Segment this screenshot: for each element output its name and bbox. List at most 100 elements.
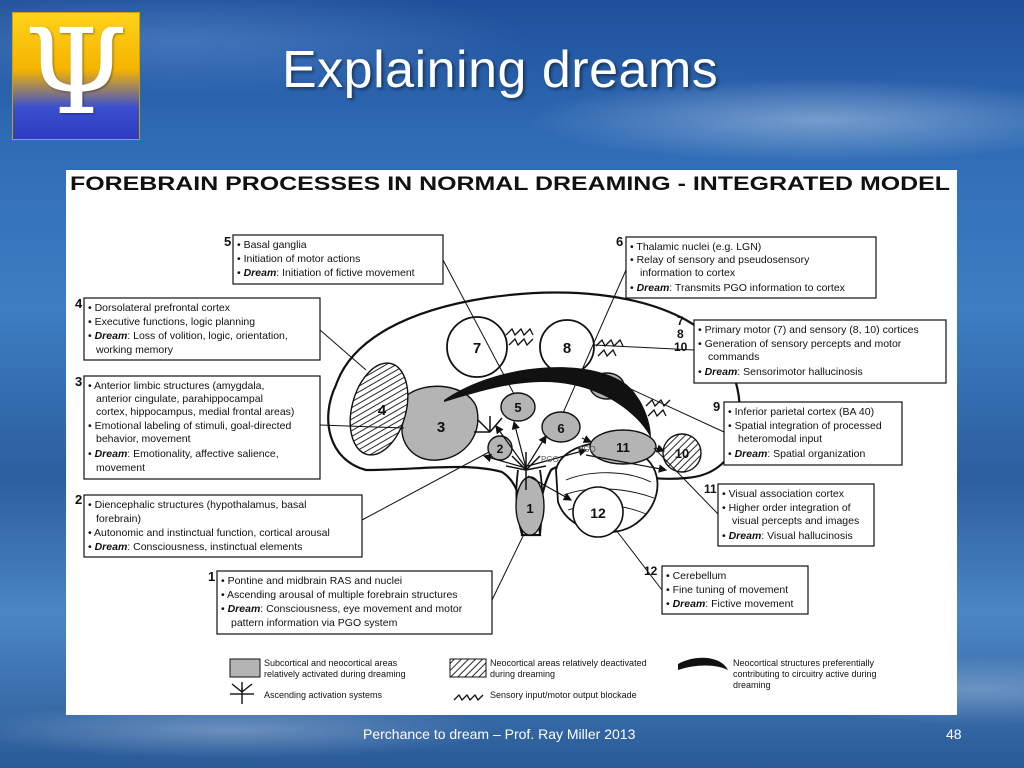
black-circuit-arc xyxy=(444,367,651,438)
box4-line2: • Executive functions, logic planning xyxy=(88,316,255,328)
box2-line1: • Diencephalic structures (hypothalamus,… xyxy=(88,499,306,511)
box12-line1: • Cerebellum xyxy=(666,570,727,582)
box9-number: 9 xyxy=(713,399,720,414)
box12-cerebellum xyxy=(661,565,809,615)
box5-number: 5 xyxy=(224,234,231,249)
legend-deactivated-line2: during dreaming xyxy=(490,669,555,679)
box7-line3: commands xyxy=(708,351,759,363)
box9-line2: • Spatial integration of processed xyxy=(728,420,882,432)
box4-number: 4 xyxy=(75,296,83,311)
label-10: 10 xyxy=(675,446,689,461)
box3-number: 3 xyxy=(75,374,82,389)
box12-dream-text: : Fictive movement xyxy=(705,598,793,610)
box6-thalamus xyxy=(625,236,877,299)
brain-diagram: FOREBRAIN PROCESSES IN NORMAL DREAMING -… xyxy=(70,174,951,704)
box1-line1: • Pontine and midbrain RAS and nuclei xyxy=(221,575,402,587)
box2-line3: • Autonomic and instinctual function, co… xyxy=(88,527,330,539)
box9-dream-line: • Dream: Spatial organization xyxy=(728,448,866,460)
box3-limbic xyxy=(83,375,321,480)
box3-dream-text: : Emotionality, affective salience, xyxy=(127,448,278,460)
legend-zigzag-icon xyxy=(453,693,484,702)
legend-swatch-preferential xyxy=(678,657,728,670)
box4-dream-text: : Loss of volition, logic, orientation, xyxy=(127,330,288,342)
slide-title: Explaining dreams xyxy=(282,41,719,99)
region-6-thalamus xyxy=(541,411,581,443)
box3-line1: • Anterior limbic structures (amygdala, xyxy=(88,380,264,392)
label-9: 9 xyxy=(603,379,610,394)
box3-line4: • Emotional labeling of stimuli, goal-di… xyxy=(88,420,291,432)
region-3-limbic xyxy=(401,385,479,461)
box2-diencephalic xyxy=(83,494,363,558)
pgo-label-upper: PGO xyxy=(578,445,596,454)
box1-dream-text: : Consciousness, eye movement and motor xyxy=(260,603,462,615)
region-7-motor xyxy=(446,316,508,378)
box12-line2: • Fine tuning of movement xyxy=(666,584,788,596)
box1-dream: Dream xyxy=(228,603,261,615)
legend-preferential-line3: dreaming xyxy=(733,680,771,690)
label-5: 5 xyxy=(514,400,521,415)
pgo-label-lower: PGO xyxy=(541,455,559,464)
box7-motor-sensory xyxy=(693,319,947,384)
box3-line3: cortex, hippocampus, medial frontal area… xyxy=(96,406,294,418)
legend-star-icon xyxy=(230,682,254,704)
slide-footer: Perchance to dream – Prof. Ray Miller 20… xyxy=(363,726,636,742)
box12-dream-line: • Dream: Fictive movement xyxy=(666,598,793,610)
box1-number: 1 xyxy=(208,569,215,584)
psi-glyph: Ψ xyxy=(24,3,128,141)
legend-preferential-line2: contributing to circuitry active during xyxy=(733,669,877,679)
label-2: 2 xyxy=(497,442,504,456)
box11-dream-line: • Dream: Visual hallucinosis xyxy=(722,530,853,542)
box7-number-8: 8 xyxy=(677,327,684,341)
box2-dream-line: • Dream: Consciousness, instinctual elem… xyxy=(88,541,302,553)
box7-dream: Dream xyxy=(705,366,738,378)
box1-pontine xyxy=(216,570,493,635)
box7-number-7: 7 xyxy=(677,314,684,328)
box4-extra: working memory xyxy=(95,344,174,356)
label-7: 7 xyxy=(473,340,481,357)
box9-dream: Dream xyxy=(735,448,768,460)
box9-dream-text: : Spatial organization xyxy=(767,448,865,460)
box3-dream: Dream xyxy=(95,448,128,460)
diagram-panel: FOREBRAIN PROCESSES IN NORMAL DREAMING -… xyxy=(66,170,957,715)
label-11: 11 xyxy=(616,440,630,455)
box6-number: 6 xyxy=(616,234,623,249)
box7-number-10: 10 xyxy=(674,340,688,354)
label-8: 8 xyxy=(563,340,571,357)
box11-number: 11 xyxy=(704,482,717,496)
psi-logo: Ψ xyxy=(12,7,140,140)
box2-dream-text: : Consciousness, instinctual elements xyxy=(127,541,302,553)
box9-line1: • Inferior parietal cortex (BA 40) xyxy=(728,406,874,418)
box4-prefrontal xyxy=(83,297,321,361)
box4-dream: Dream xyxy=(95,330,128,342)
box1-dream-line: • Dream: Consciousness, eye movement and… xyxy=(221,603,463,615)
label-3: 3 xyxy=(437,419,445,436)
box9-parietal xyxy=(723,401,903,466)
region-10-hatched xyxy=(662,433,702,473)
label-6: 6 xyxy=(557,421,564,436)
box5-line2: • Initiation of motor actions xyxy=(237,253,360,265)
legend-activated-line2: relatively activated during dreaming xyxy=(264,669,406,679)
box7-line1: • Primary motor (7) and sensory (8, 10) … xyxy=(698,324,919,336)
box5-dream-line: • Dream: Initiation of fictive movement xyxy=(237,267,415,279)
legend-preferential-line1: Neocortical structures preferentially xyxy=(733,658,875,668)
box11-line1: • Visual association cortex xyxy=(722,488,845,500)
box3-extra: movement xyxy=(96,462,145,474)
box11-visual-association xyxy=(717,483,875,547)
legend-swatch-deactivated xyxy=(449,658,487,678)
ascending-activation-star xyxy=(474,416,547,490)
box11-dream-text: : Visual hallucinosis xyxy=(761,530,852,542)
box7-dream-text: : Sensorimotor hallucinosis xyxy=(737,366,862,378)
legend-ascending: Ascending activation systems xyxy=(264,690,383,700)
box2-dream: Dream xyxy=(95,541,128,553)
page-number: 48 xyxy=(946,726,962,742)
box12-number: 12 xyxy=(644,564,658,578)
box7-line2: • Generation of sensory percepts and mot… xyxy=(698,338,902,350)
label-4: 4 xyxy=(378,402,387,419)
box1-extra: pattern information via PGO system xyxy=(231,617,398,629)
box5-dream: Dream xyxy=(244,267,277,279)
leader-lines xyxy=(319,259,725,601)
box2-line2: forebrain) xyxy=(96,513,141,525)
label-12: 12 xyxy=(590,505,606,521)
box11-line3: visual percepts and images xyxy=(732,515,859,527)
box4-line1: • Dorsolateral prefrontal cortex xyxy=(88,302,231,314)
